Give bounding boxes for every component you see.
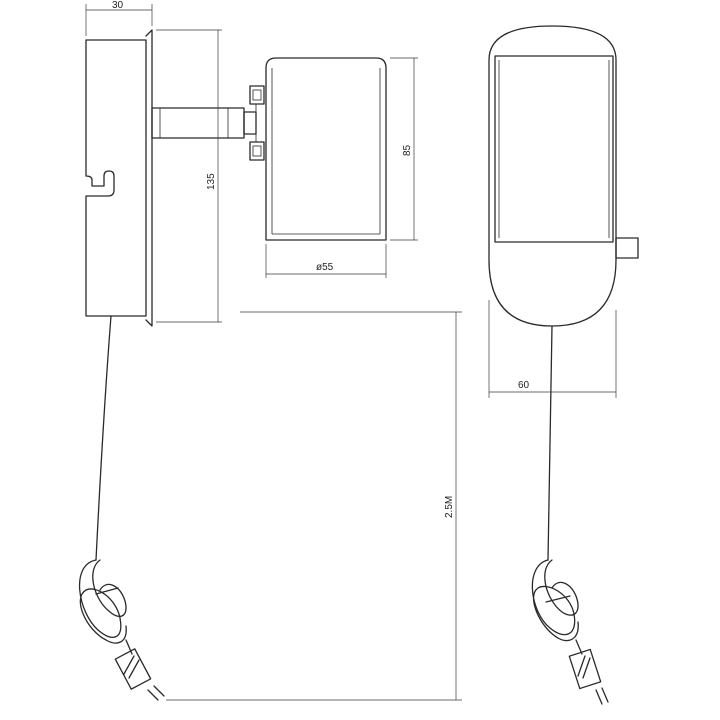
cable-coil-icon [78, 559, 127, 644]
dim-label-60: 60 [518, 380, 530, 391]
joint [243, 111, 257, 135]
cable-front [547, 325, 553, 561]
dim-label-30: 30 [112, 0, 124, 11]
cable-coil-icon [531, 559, 579, 642]
plug-icon [568, 639, 609, 705]
dim-cable-length: 2.5M [166, 311, 462, 701]
cable-side [95, 315, 112, 561]
wall-plate [85, 39, 147, 317]
dim-shade-diameter: ø55 [265, 244, 387, 278]
back-plate [145, 29, 153, 327]
front-view [488, 25, 639, 327]
side-view [85, 29, 387, 327]
switch-button [615, 237, 639, 259]
dim-front-width: 60 [488, 300, 617, 398]
dim-label-135: 135 [206, 173, 217, 190]
dim-label-85: 85 [402, 144, 413, 156]
bracket-top [249, 85, 265, 105]
front-shade [494, 55, 614, 243]
dim-label-55: ø55 [316, 262, 334, 273]
shade [265, 57, 387, 241]
dim-shade-height: 85 [390, 57, 418, 241]
dim-top-width: 30 [85, 0, 153, 36]
front-body [488, 25, 617, 327]
dim-height: 135 [156, 29, 222, 323]
bracket-bottom [249, 141, 265, 161]
dim-label-2-5m: 2.5M [444, 496, 455, 518]
plug-icon [114, 639, 165, 701]
arm [151, 107, 245, 139]
